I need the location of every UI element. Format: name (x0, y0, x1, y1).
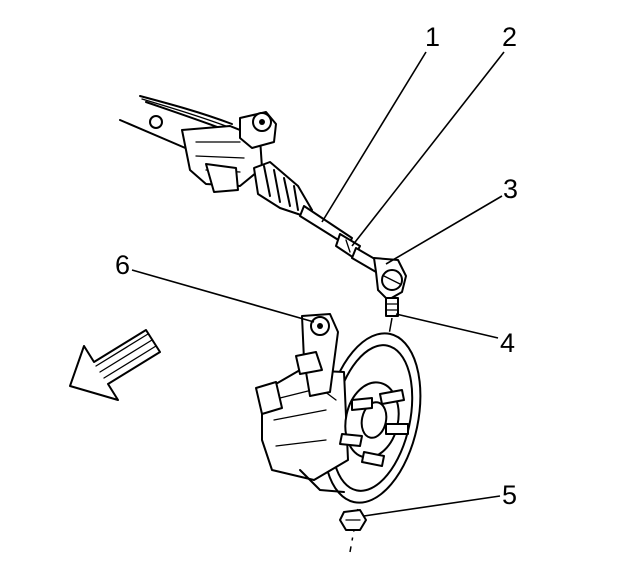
leader-3 (385, 195, 503, 265)
callout-1: 1 (425, 22, 440, 52)
callout-4: 4 (500, 328, 515, 358)
tie-rod-nut (339, 509, 367, 531)
callout-3: 3 (503, 174, 518, 204)
callout-6: 6 (115, 250, 130, 280)
forward-arrow-icon (69, 329, 161, 401)
leader-6 (131, 269, 315, 323)
knuckle-rotor-hub-assembly (255, 313, 422, 504)
leader-1 (321, 51, 427, 223)
callout-5: 5 (502, 480, 517, 510)
outer-tie-rod-end (373, 257, 407, 317)
callout-labels: 1 2 3 4 5 6 (115, 22, 518, 510)
callout-2: 2 (502, 22, 517, 52)
leader-2 (351, 51, 505, 247)
steering-gear-assembly (119, 95, 381, 273)
leader-5 (363, 495, 501, 517)
leader-lines (131, 51, 505, 517)
leader-4 (395, 313, 499, 339)
